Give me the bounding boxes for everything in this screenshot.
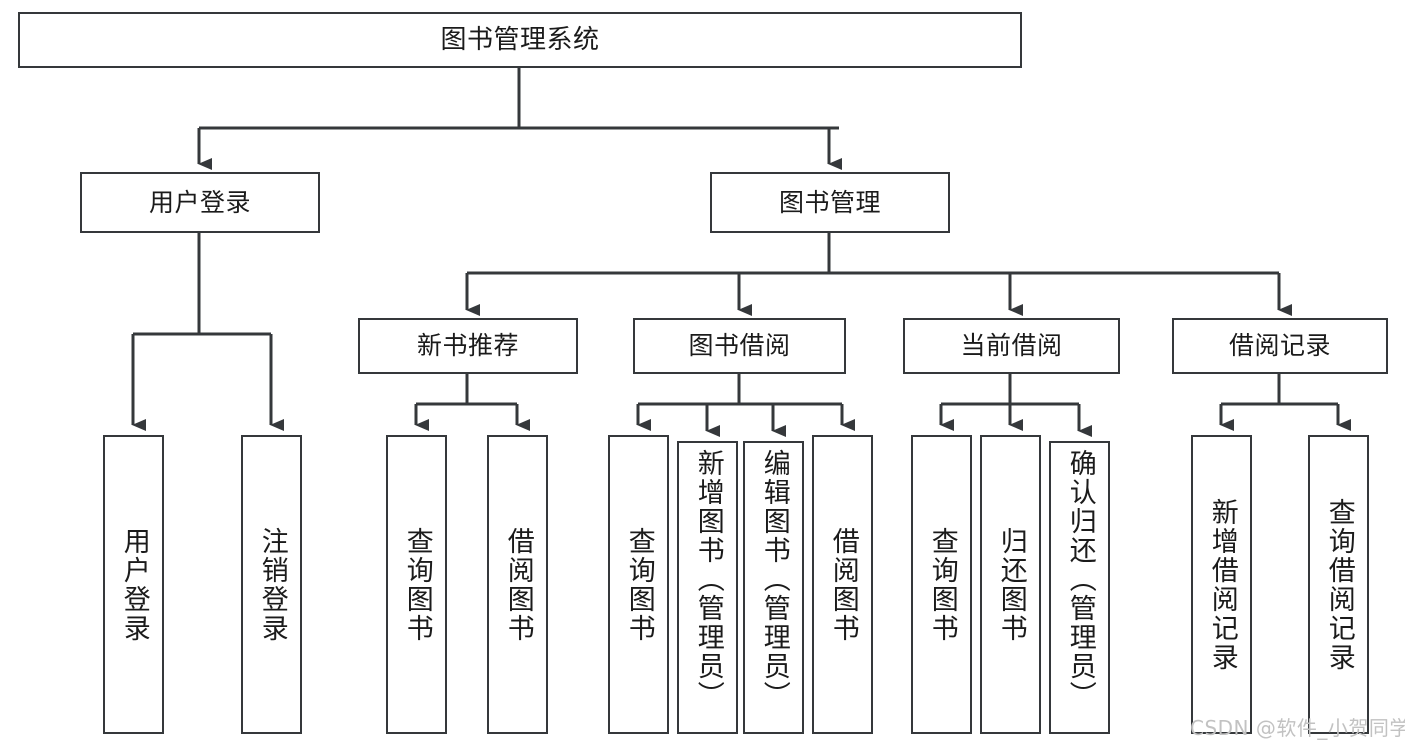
node-label: 借阅图书 [502, 526, 534, 643]
leaf-edit-book-admin[interactable]: 编辑图书（管理员） [743, 441, 804, 734]
node-label: 归还图书 [995, 526, 1027, 643]
leaf-user-logout[interactable]: 注销登录 [241, 435, 302, 734]
node-book-management[interactable]: 图书管理 [710, 172, 950, 233]
leaf-user-login[interactable]: 用户登录 [103, 435, 164, 734]
node-current-borrow[interactable]: 当前借阅 [903, 318, 1120, 374]
leaf-query-book-borrow[interactable]: 查询图书 [608, 435, 669, 734]
node-label: 图书管理系统 [440, 24, 600, 55]
leaf-return-book[interactable]: 归还图书 [980, 435, 1041, 734]
node-root-system[interactable]: 图书管理系统 [18, 12, 1022, 68]
node-label: 查询图书 [623, 526, 655, 643]
node-label: 用户登录 [148, 187, 251, 217]
leaf-confirm-return-admin[interactable]: 确认归还（管理员） [1049, 441, 1110, 734]
node-label: 确认归还（管理员） [1064, 449, 1096, 710]
node-user-login[interactable]: 用户登录 [80, 172, 320, 233]
node-borrow-record[interactable]: 借阅记录 [1172, 318, 1388, 374]
node-book-borrow[interactable]: 图书借阅 [633, 318, 846, 374]
leaf-query-book-recommend[interactable]: 查询图书 [386, 435, 447, 734]
leaf-query-book-current[interactable]: 查询图书 [911, 435, 972, 734]
node-label: 查询借阅记录 [1323, 497, 1355, 672]
node-label: 借阅记录 [1228, 331, 1331, 361]
node-label: 查询图书 [401, 526, 433, 643]
leaf-borrow-book[interactable]: 借阅图书 [812, 435, 873, 734]
node-label: 当前借阅 [960, 331, 1063, 361]
node-label: 用户登录 [118, 526, 150, 643]
node-label: 图书管理 [778, 187, 881, 217]
node-label: 查询图书 [926, 526, 958, 643]
node-label: 借阅图书 [827, 526, 859, 643]
leaf-add-book-admin[interactable]: 新增图书（管理员） [677, 441, 738, 734]
leaf-add-borrow-record[interactable]: 新增借阅记录 [1191, 435, 1252, 734]
node-new-book-recommend[interactable]: 新书推荐 [358, 318, 578, 374]
node-label: 新增借阅记录 [1206, 497, 1238, 672]
node-label: 图书借阅 [688, 331, 791, 361]
leaf-borrow-book-recommend[interactable]: 借阅图书 [487, 435, 548, 734]
leaf-query-borrow-record[interactable]: 查询借阅记录 [1308, 435, 1369, 734]
node-label: 编辑图书（管理员） [758, 449, 790, 710]
node-label: 注销登录 [256, 526, 288, 643]
node-label: 新增图书（管理员） [692, 449, 724, 710]
node-label: 新书推荐 [416, 331, 519, 361]
